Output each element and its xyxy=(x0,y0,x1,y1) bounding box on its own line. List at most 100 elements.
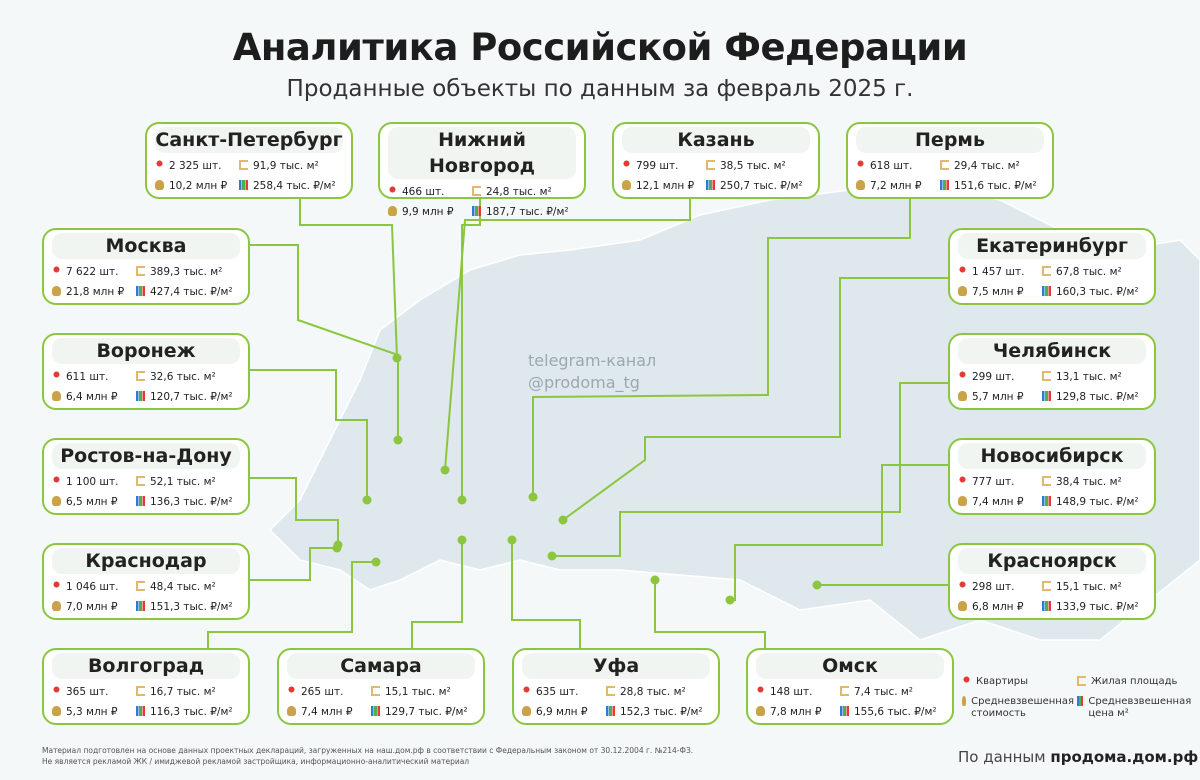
city-dot xyxy=(457,495,467,505)
avg-price: 7,0 млн ₽ xyxy=(66,601,118,613)
bar-chart-icon xyxy=(472,206,481,216)
units-sold: 265 шт. xyxy=(301,686,344,698)
connector-line xyxy=(444,199,691,471)
city-name: Волгоград xyxy=(52,653,240,679)
living-area: 52,1 тыс. м² xyxy=(150,476,216,488)
pin-icon xyxy=(52,266,61,276)
city-card: Нижний Новгород 466 шт.24,8 тыс. м² 9,9 … xyxy=(378,122,586,218)
city-name: Екатеринбург xyxy=(958,233,1146,259)
avg-price-m2: 160,3 тыс. ₽/м² xyxy=(1056,286,1139,298)
pin-icon xyxy=(522,686,531,696)
units-sold: 298 шт. xyxy=(972,581,1015,593)
living-area: 7,4 тыс. м² xyxy=(854,686,914,698)
avg-price: 6,5 млн ₽ xyxy=(66,496,118,508)
living-area: 28,8 тыс. м² xyxy=(620,686,686,698)
money-bag-icon xyxy=(756,706,765,716)
bar-chart-icon xyxy=(840,706,849,716)
city-card: Москва 7 622 шт.389,3 тыс. м² 21,8 млн ₽… xyxy=(42,228,250,305)
money-bag-icon xyxy=(287,706,296,716)
city-name: Красноярск xyxy=(958,548,1146,574)
living-area: 67,8 тыс. м² xyxy=(1056,266,1122,278)
area-icon xyxy=(1042,476,1051,486)
area-icon xyxy=(136,686,145,696)
area-icon xyxy=(1042,266,1051,276)
bar-chart-icon xyxy=(606,706,615,716)
pin-icon xyxy=(856,160,865,170)
city-dot xyxy=(362,495,372,505)
bar-chart-icon xyxy=(136,706,145,716)
units-sold: 365 шт. xyxy=(66,686,109,698)
area-icon xyxy=(940,160,949,170)
connector-line xyxy=(654,580,766,648)
avg-price: 6,9 млн ₽ xyxy=(536,706,588,718)
avg-price-m2: 258,4 тыс. ₽/м² xyxy=(253,180,336,192)
city-dot xyxy=(393,435,403,445)
city-name: Краснодар xyxy=(52,548,240,574)
city-name: Москва xyxy=(52,233,240,259)
avg-price-m2: 250,7 тыс. ₽/м² xyxy=(720,180,803,192)
area-icon xyxy=(136,371,145,381)
avg-price: 21,8 млн ₽ xyxy=(66,286,125,298)
connector-line xyxy=(207,561,376,648)
bar-chart-icon xyxy=(940,180,949,190)
avg-price-m2: 133,9 тыс. ₽/м² xyxy=(1056,601,1139,613)
units-sold: 1 457 шт. xyxy=(972,266,1025,278)
units-sold: 1 100 шт. xyxy=(66,476,119,488)
city-card: Омск 148 шт.7,4 тыс. м² 7,8 млн ₽155,6 т… xyxy=(746,648,954,725)
money-bag-icon xyxy=(52,496,61,506)
avg-price-m2: 129,7 тыс. ₽/м² xyxy=(385,706,468,718)
avg-price: 5,7 млн ₽ xyxy=(972,391,1024,403)
avg-price: 7,2 млн ₽ xyxy=(870,180,922,192)
avg-price-m2: 187,7 тыс. ₽/м² xyxy=(486,206,569,218)
bar-chart-icon xyxy=(1042,496,1051,506)
city-name: Воронеж xyxy=(52,338,240,364)
money-bag-icon xyxy=(155,180,164,190)
avg-price: 7,4 млн ₽ xyxy=(972,496,1024,508)
city-card: Уфа 635 шт.28,8 тыс. м² 6,9 млн ₽152,3 т… xyxy=(512,648,720,725)
source-prefix: По данным xyxy=(958,748,1046,766)
connector-line xyxy=(299,199,398,359)
city-card: Самара 265 шт.15,1 тыс. м² 7,4 млн ₽129,… xyxy=(277,648,485,725)
living-area: 91,9 тыс. м² xyxy=(253,160,319,172)
money-bag-icon xyxy=(622,180,631,190)
avg-price-m2: 120,7 тыс. ₽/м² xyxy=(150,391,233,403)
money-bag-icon xyxy=(856,180,865,190)
area-icon xyxy=(1077,676,1086,686)
units-sold: 2 325 шт. xyxy=(169,160,222,172)
city-card: Екатеринбург 1 457 шт.67,8 тыс. м² 7,5 м… xyxy=(948,228,1156,305)
area-icon xyxy=(472,186,481,196)
legend-price: Средневзвешенная стоимость xyxy=(971,696,1074,719)
city-dot xyxy=(440,465,450,475)
living-area: 32,6 тыс. м² xyxy=(150,371,216,383)
connector-line xyxy=(532,199,911,497)
pin-icon xyxy=(52,581,61,591)
pin-icon xyxy=(958,266,967,276)
city-name: Уфа xyxy=(522,653,710,679)
pin-icon xyxy=(958,476,967,486)
city-card: Краснодар 1 046 шт.48,4 тыс. м² 7,0 млн … xyxy=(42,543,250,620)
pin-icon xyxy=(52,476,61,486)
money-bag-icon xyxy=(52,706,61,716)
bar-chart-icon xyxy=(371,706,380,716)
area-icon xyxy=(136,476,145,486)
city-dot xyxy=(725,595,735,605)
bar-chart-icon xyxy=(136,286,145,296)
area-icon xyxy=(840,686,849,696)
avg-price-m2: 427,4 тыс. ₽/м² xyxy=(150,286,233,298)
city-dot xyxy=(332,543,342,553)
money-bag-icon xyxy=(388,206,397,216)
connector-line xyxy=(552,382,948,557)
bar-chart-icon xyxy=(1042,601,1051,611)
city-card: Ростов-на-Дону 1 100 шт.52,1 тыс. м² 6,5… xyxy=(42,438,250,515)
pin-icon xyxy=(962,676,971,686)
area-icon xyxy=(1042,581,1051,591)
avg-price-m2: 151,6 тыс. ₽/м² xyxy=(954,180,1037,192)
money-bag-icon xyxy=(958,286,967,296)
city-name: Челябинск xyxy=(958,338,1146,364)
pin-icon xyxy=(388,186,397,196)
units-sold: 799 шт. xyxy=(636,160,679,172)
city-name: Новосибирск xyxy=(958,443,1146,469)
units-sold: 466 шт. xyxy=(402,186,445,198)
living-area: 13,1 тыс. м² xyxy=(1056,371,1122,383)
area-icon xyxy=(606,686,615,696)
